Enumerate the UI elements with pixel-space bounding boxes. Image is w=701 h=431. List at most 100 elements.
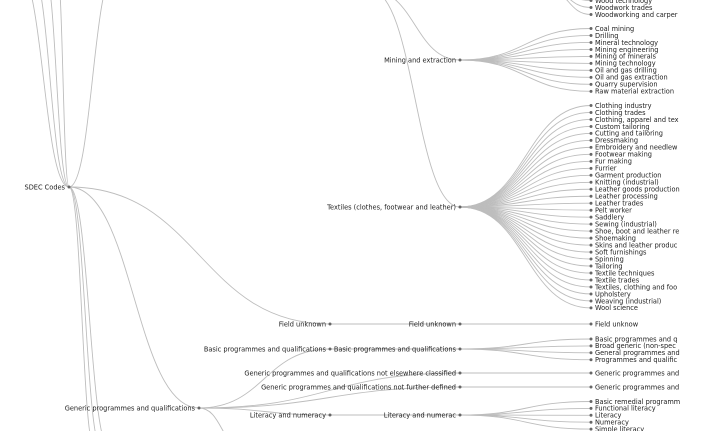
leaf-label: Clothing industry: [595, 102, 652, 110]
generic-label: Generic programmes and qualifications: [65, 404, 196, 412]
leaf-label: Tailoring: [594, 262, 623, 270]
leaf-node: [589, 54, 593, 58]
branch-label: Textiles (clothes, footwear and leather): [326, 203, 456, 211]
branch-label: Mining and extraction: [384, 56, 456, 64]
leaf-link: [459, 153, 592, 208]
leaf-node: [589, 117, 593, 121]
offscreen-link: [68, 186, 96, 431]
generic-mid-label: Basic programmes and qualifications: [334, 345, 457, 353]
leaf-label: Custom tailoring: [595, 123, 650, 131]
leaf-node: [589, 236, 593, 240]
generic-child-label: Basic programmes and qualifications: [204, 345, 327, 353]
leaf-label: Textiles, clothing and foo: [594, 283, 677, 291]
leaf-link: [459, 59, 592, 92]
leaf-label: Field unknow: [595, 320, 639, 328]
leaf-link: [581, 0, 592, 1]
leaf-link: [459, 407, 592, 416]
leaf-node: [589, 173, 593, 177]
branch-node: [458, 58, 462, 62]
branch-link: [198, 386, 461, 409]
leaf-label: Woodworking and carper: [595, 11, 678, 19]
leaf-label: Soft furnishings: [595, 248, 647, 256]
leaf-node: [589, 89, 593, 93]
leaf-node: [589, 6, 593, 9]
leaf-node: [589, 159, 593, 163]
leaf-node: [589, 264, 593, 268]
generic-child-node: [328, 413, 332, 417]
branch-node: [458, 205, 462, 209]
leaf-node: [589, 138, 593, 142]
field-unknown-child-label: Field unknown: [409, 320, 456, 328]
leaf-link: [459, 174, 592, 208]
leaf-label: Shoemaking: [595, 234, 636, 242]
leaf-label: Raw material extraction: [595, 88, 674, 96]
field-unknown-label: Field unknown: [279, 320, 326, 328]
leaf-node: [589, 420, 593, 424]
leaf-label: Pelt worker: [595, 207, 632, 215]
leaf-node: [589, 278, 593, 282]
leaf-node: [589, 33, 593, 37]
leaf-label: Dressmaking: [595, 137, 638, 145]
leaf-node: [589, 166, 593, 170]
leaf-link: [459, 345, 592, 350]
leaf-label: Programmes and qualific: [595, 356, 678, 364]
leaf-node: [589, 27, 593, 30]
leaf-link: [459, 42, 592, 61]
leaf-label: Cutting and tailoring: [595, 130, 663, 138]
branch-link: [68, 186, 331, 325]
leaf-node: [589, 208, 593, 212]
leaf-label: Embroidery and needlew: [595, 144, 678, 152]
leaf-link: [459, 206, 592, 253]
field-unknown-node: [328, 322, 332, 326]
leaf-link: [459, 132, 592, 208]
leaf-label: Broad generic (non-spec: [595, 342, 676, 350]
leaf-node: [589, 75, 593, 79]
leaf-label: Mineral technology: [595, 39, 658, 47]
leaf-node: [589, 337, 593, 341]
generic-mid-node: [458, 347, 462, 351]
leaf-node: [589, 351, 593, 355]
leaf-node: [589, 152, 593, 156]
leaf-label: Mining engineering: [595, 46, 658, 54]
offscreen-link: [198, 407, 224, 431]
leaf-node: [589, 145, 593, 149]
leaf-node: [589, 344, 593, 348]
offscreen-link: [59, 0, 70, 188]
leaf-link: [459, 206, 592, 309]
leaf-label: Functional literacy: [595, 405, 656, 413]
generic-mid-node: [458, 413, 462, 417]
offscreen-link: [68, 186, 91, 431]
leaf-node: [589, 413, 593, 417]
branch-link: [198, 407, 331, 416]
offscreen-link: [68, 0, 104, 188]
generic-child-node: [458, 385, 462, 389]
leaf-node: [589, 285, 593, 289]
generic-child-label: Generic programmes and qualifications no…: [244, 369, 456, 377]
leaf-label: Footwear making: [595, 151, 652, 159]
leaf-link: [459, 28, 592, 61]
leaf-node: [589, 47, 593, 51]
leaf-link: [459, 414, 592, 430]
leaf-node: [589, 131, 593, 135]
offscreen-link: [50, 0, 70, 188]
leaf-label: Literacy: [595, 412, 622, 420]
leaf-label: Wood technology: [595, 0, 652, 5]
leaf-node: [589, 358, 593, 362]
leaf-label: Oil and gas drilling: [595, 67, 657, 75]
leaf-link: [459, 414, 592, 423]
leaf-node: [589, 194, 593, 198]
leaf-label: Generic programmes and: [595, 383, 679, 391]
branch-link: [198, 372, 461, 409]
leaf-node: [589, 82, 593, 86]
leaf-label: Leather goods production: [595, 186, 680, 194]
field-unknown-child-node: [458, 322, 462, 326]
leaf-node: [589, 201, 593, 205]
leaf-label: Skins and leather produc: [595, 241, 678, 249]
tree-links: [31, 0, 592, 431]
leaf-label: General programmes and: [595, 349, 680, 357]
leaf-node: [589, 371, 593, 375]
leaf-node: [589, 124, 593, 128]
leaf-link: [459, 160, 592, 208]
